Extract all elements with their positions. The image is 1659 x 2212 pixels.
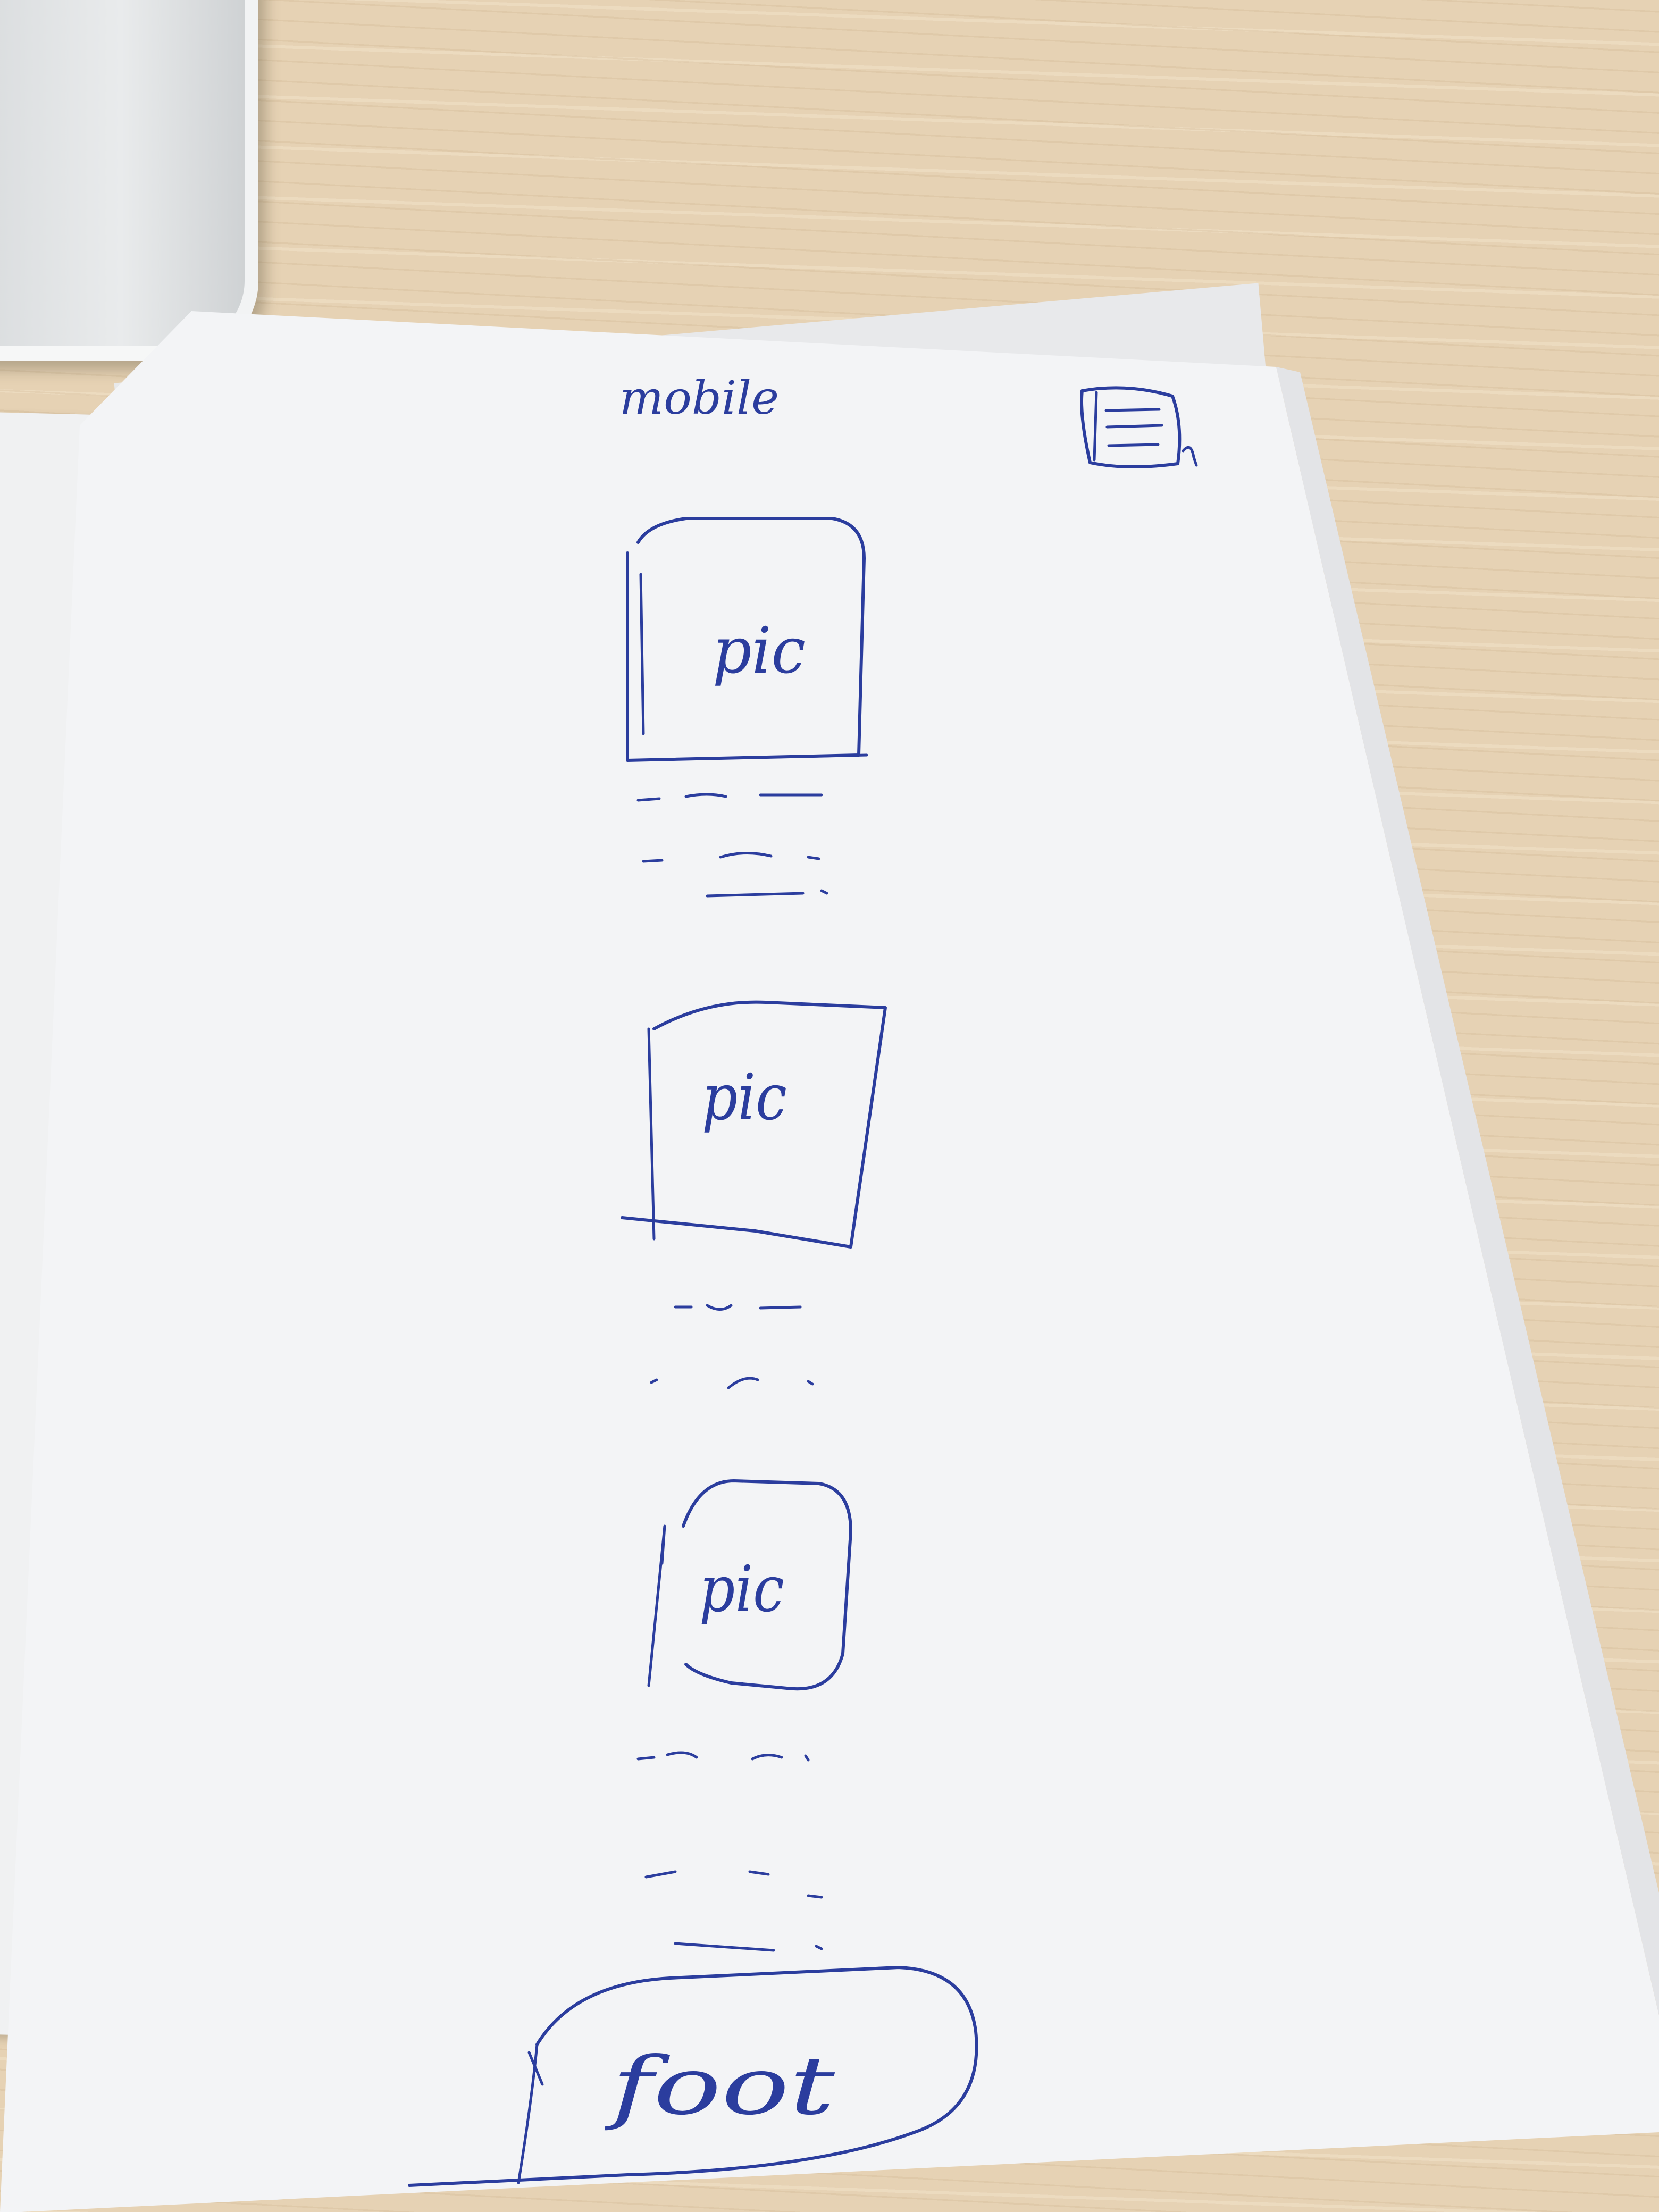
card-1: pic (626, 517, 868, 898)
card-3-text-lines (636, 1751, 823, 1952)
footer-label: foot (604, 2040, 835, 2133)
card-2-image-placeholder (621, 1000, 887, 1249)
card-1-image-placeholder (626, 517, 866, 762)
card-1-text-lines (636, 793, 828, 898)
card-2: pic (621, 1000, 887, 1389)
card-3-image-label: pic (699, 1553, 784, 1627)
card-1-image-label: pic (713, 614, 806, 688)
card-2-image-label: pic (702, 1061, 787, 1135)
card-3: pic (636, 1479, 852, 1952)
laptop-corner (0, 0, 258, 361)
header-label: mobile (619, 372, 779, 425)
footer-outline (408, 1966, 978, 2187)
card-3-image-placeholder (682, 1479, 852, 1691)
hamburger-menu-icon (1080, 386, 1198, 469)
card-2-text-lines (650, 1304, 814, 1389)
paper-sheet (0, 311, 1659, 2212)
footer: foot (408, 1966, 978, 2187)
paper-sheet-shadow-edge (1276, 367, 1659, 2015)
